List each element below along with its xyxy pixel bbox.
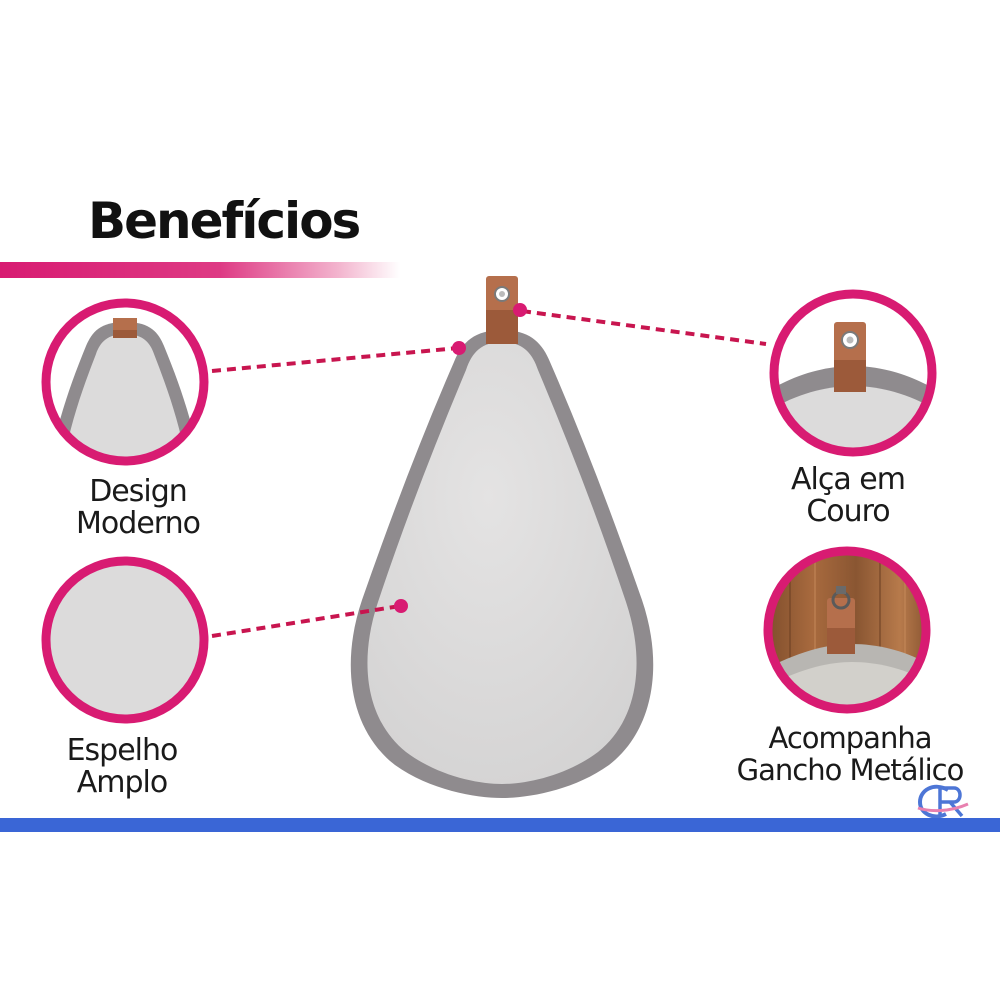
callout-line-espelho bbox=[211, 604, 401, 638]
feature-label-line: Espelho bbox=[66, 733, 179, 768]
leather-strap bbox=[486, 276, 518, 344]
detail-circle-gancho bbox=[763, 546, 931, 714]
callout-dots bbox=[394, 303, 527, 613]
cr-logo-icon bbox=[917, 784, 969, 819]
page-title: Benefícios bbox=[88, 192, 361, 250]
feature-label-espelho: Espelho Amplo bbox=[22, 735, 222, 799]
callout-dot-espelho bbox=[394, 599, 408, 613]
feature-label-line: Design bbox=[89, 474, 188, 509]
callout-lines bbox=[211, 309, 767, 638]
mirror-glass bbox=[367, 342, 637, 784]
callout-dot-alca bbox=[513, 303, 527, 317]
feature-label-gancho: Acompanha Gancho Metálico bbox=[710, 722, 990, 786]
feature-label-line: Acompanha bbox=[768, 721, 933, 755]
feature-label-line: Couro bbox=[806, 494, 890, 529]
feature-label-design: Design Moderno bbox=[38, 476, 238, 540]
teardrop-mirror bbox=[350, 276, 654, 798]
feature-label-alca: Alça em Couro bbox=[748, 464, 948, 528]
feature-label-line: Alça em bbox=[791, 462, 906, 497]
detail-circle-espelho bbox=[41, 556, 209, 724]
callout-dot-design bbox=[452, 341, 466, 355]
title-underline bbox=[0, 262, 400, 278]
detail-circle-alca bbox=[769, 289, 937, 457]
bottom-accent-bar bbox=[0, 818, 1000, 832]
callout-line-design bbox=[211, 346, 459, 373]
callout-line-alca bbox=[521, 309, 767, 346]
feature-label-line: Gancho Metálico bbox=[736, 753, 965, 787]
feature-label-line: Amplo bbox=[76, 765, 168, 800]
detail-circle-design bbox=[41, 298, 209, 466]
feature-label-line: Moderno bbox=[76, 506, 201, 541]
